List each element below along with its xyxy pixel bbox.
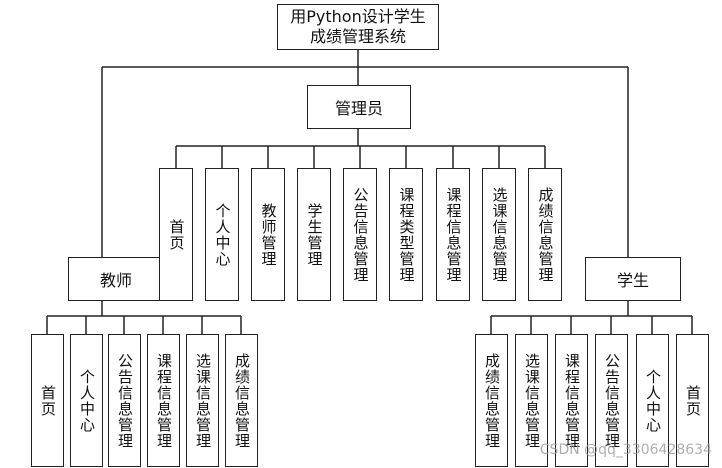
student-module-profile: 个人中心 (636, 334, 669, 467)
student-node: 学生 (585, 257, 681, 301)
teacher-module-enrollment-mgmt: 选课信息管理 (186, 334, 219, 467)
admin-module-profile: 个人中心 (205, 168, 239, 301)
teacher-module-grade-mgmt: 成绩信息管理 (225, 334, 258, 467)
student-module-course-info-mgmt: 课程信息管理 (555, 334, 588, 467)
root-node: 用Python设计学生 成绩管理系统 (277, 4, 439, 50)
teacher-module-home: 首页 (31, 334, 64, 467)
student-module-notice-mgmt: 公告信息管理 (595, 334, 628, 467)
admin-module-course-type-mgmt: 课程类型管理 (389, 168, 423, 301)
teacher-node: 教师 (68, 257, 164, 301)
teacher-module-profile: 个人中心 (70, 334, 103, 467)
root-title-line1: 用Python设计学生 (290, 7, 426, 26)
admin-module-teacher-mgmt: 教师管理 (251, 168, 285, 301)
admin-module-enrollment-mgmt: 选课信息管理 (482, 168, 516, 301)
teacher-module-notice-mgmt: 公告信息管理 (108, 334, 141, 467)
student-module-enrollment-mgmt: 选课信息管理 (515, 334, 548, 467)
admin-module-notice-mgmt: 公告信息管理 (343, 168, 377, 301)
admin-module-course-info-mgmt: 课程信息管理 (436, 168, 470, 301)
watermark: CSDN @qq_3306428634 (539, 442, 712, 458)
student-module-home: 首页 (676, 334, 709, 467)
admin-module-home: 首页 (159, 168, 193, 301)
admin-module-grade-mgmt: 成绩信息管理 (528, 168, 562, 301)
student-module-grade-mgmt: 成绩信息管理 (475, 334, 508, 467)
teacher-module-course-info-mgmt: 课程信息管理 (147, 334, 180, 467)
admin-module-student-mgmt: 学生管理 (297, 168, 331, 301)
root-title-line2: 成绩管理系统 (309, 27, 406, 46)
admin-node: 管理员 (307, 85, 411, 129)
